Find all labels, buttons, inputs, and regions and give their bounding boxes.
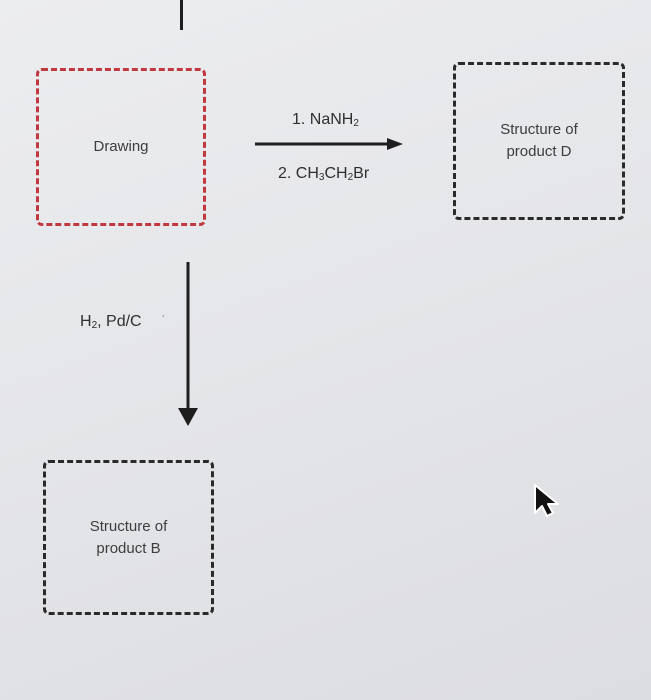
product-b-drawing-box[interactable]: Structure of product B [43, 460, 214, 615]
product-b-label: Structure of product B [89, 517, 168, 557]
mouse-pointer-icon [534, 484, 559, 517]
top-connector-line [180, 0, 183, 30]
product-d-label: Structure of product D [500, 121, 578, 160]
horizontal-reaction-arrow [255, 138, 403, 150]
reagent-step-2: 2. CH3CH2Br [278, 165, 370, 183]
reagent-hydrogenation: H2, Pd/C [80, 313, 142, 331]
drawing-box-label: Drawing [93, 138, 149, 155]
vertical-reaction-arrow [178, 262, 198, 426]
drawing-box-start-material[interactable]: Drawing [36, 68, 206, 226]
product-d-drawing-box[interactable]: Structure of product D [453, 62, 625, 220]
stray-mark: ´ [162, 315, 166, 326]
reagent-step-1: 1. NaNH2 [292, 111, 359, 129]
